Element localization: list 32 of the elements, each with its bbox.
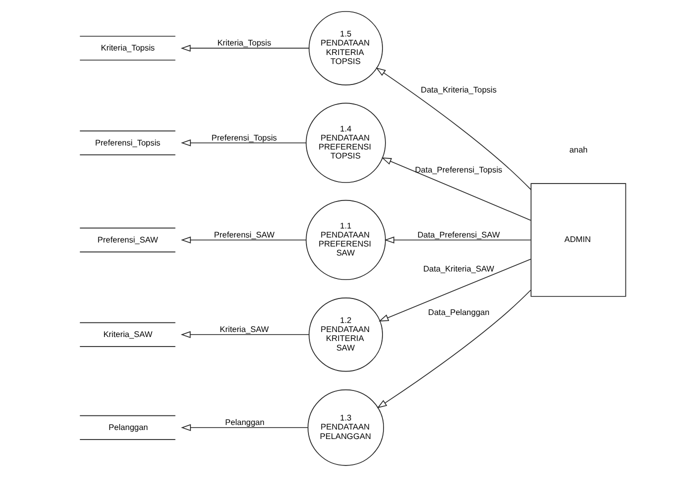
- node-circle: 1.3 PENDATAAN PELANGGAN: [308, 389, 384, 466]
- edge-label: Kriteria_Topsis: [217, 38, 272, 48]
- node-circle: 1.2 PENDATAAN KRITERIA SAW: [308, 298, 383, 372]
- node-circle: 1.1 PENDATAAN PREFERENSI SAW: [306, 200, 386, 280]
- arrow: [180, 424, 308, 432]
- edge-label: Kriteria_SAW: [220, 325, 269, 334]
- node-text: Kriteria_Topsis: [100, 44, 155, 53]
- label: anah: [569, 145, 588, 154]
- arrow: [180, 331, 310, 338]
- arrow: [180, 44, 310, 52]
- arrow: [377, 290, 532, 408]
- edge-label: Data_Preferensi_Topsis: [415, 165, 502, 174]
- node-text: Preferensi_Topsis: [95, 138, 160, 148]
- edge-label: Data_Pelanggan: [428, 308, 490, 317]
- edge-label: Data_Preferensi_SAW: [417, 230, 500, 240]
- arrow: [376, 67, 532, 190]
- edge-label: Data_Kriteria_Topsis: [420, 86, 497, 95]
- node-box: ADMIN: [530, 183, 626, 297]
- arrow: [180, 236, 306, 244]
- arrow: [180, 139, 306, 146]
- node-text: Preferensi_SAW: [98, 235, 158, 244]
- edge-label: Preferensi_Topsis: [212, 133, 277, 142]
- arrow: [378, 258, 532, 322]
- edge-label: Data_Kriteria_SAW: [423, 264, 494, 274]
- node-circle: 1.4 PENDATAAN PREFERENSI TOPSIS: [306, 102, 386, 183]
- arrow: [384, 236, 532, 244]
- node-circle: 1.5 PENDATAAN KRITERIA TOPSIS: [308, 11, 383, 86]
- arrow: [382, 158, 532, 221]
- node-text: Kriteria_SAW: [103, 330, 152, 340]
- edge-label: Pelanggan: [225, 418, 264, 428]
- edge-label: Preferensi_SAW: [214, 230, 274, 240]
- node-text: Pelanggan: [108, 423, 148, 432]
